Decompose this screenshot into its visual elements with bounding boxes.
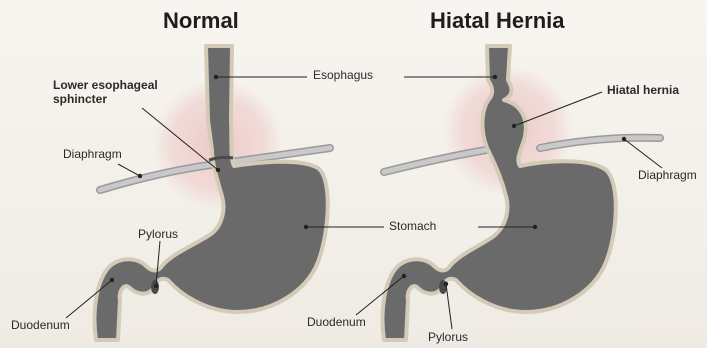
- label-stomach: Stomach: [389, 220, 436, 234]
- label-duodenum-left: Duodenum: [11, 319, 70, 333]
- title-hiatal-hernia: Hiatal Hernia: [430, 8, 565, 34]
- title-normal: Normal: [163, 8, 239, 34]
- label-duodenum-right: Duodenum: [307, 316, 366, 330]
- label-lower-esophageal-sphincter-line2: sphincter: [53, 92, 107, 106]
- label-lower-esophageal-sphincter-line1: Lower esophageal: [53, 78, 158, 92]
- label-lower-esophageal-sphincter: Lower esophageal sphincter: [53, 79, 158, 107]
- label-diaphragm-right: Diaphragm: [638, 169, 697, 183]
- label-esophagus: Esophagus: [313, 69, 373, 83]
- label-pylorus-right: Pylorus: [428, 331, 468, 345]
- label-diaphragm-left: Diaphragm: [63, 148, 122, 162]
- label-hiatal-hernia: Hiatal hernia: [607, 84, 679, 98]
- label-pylorus-left: Pylorus: [138, 228, 178, 242]
